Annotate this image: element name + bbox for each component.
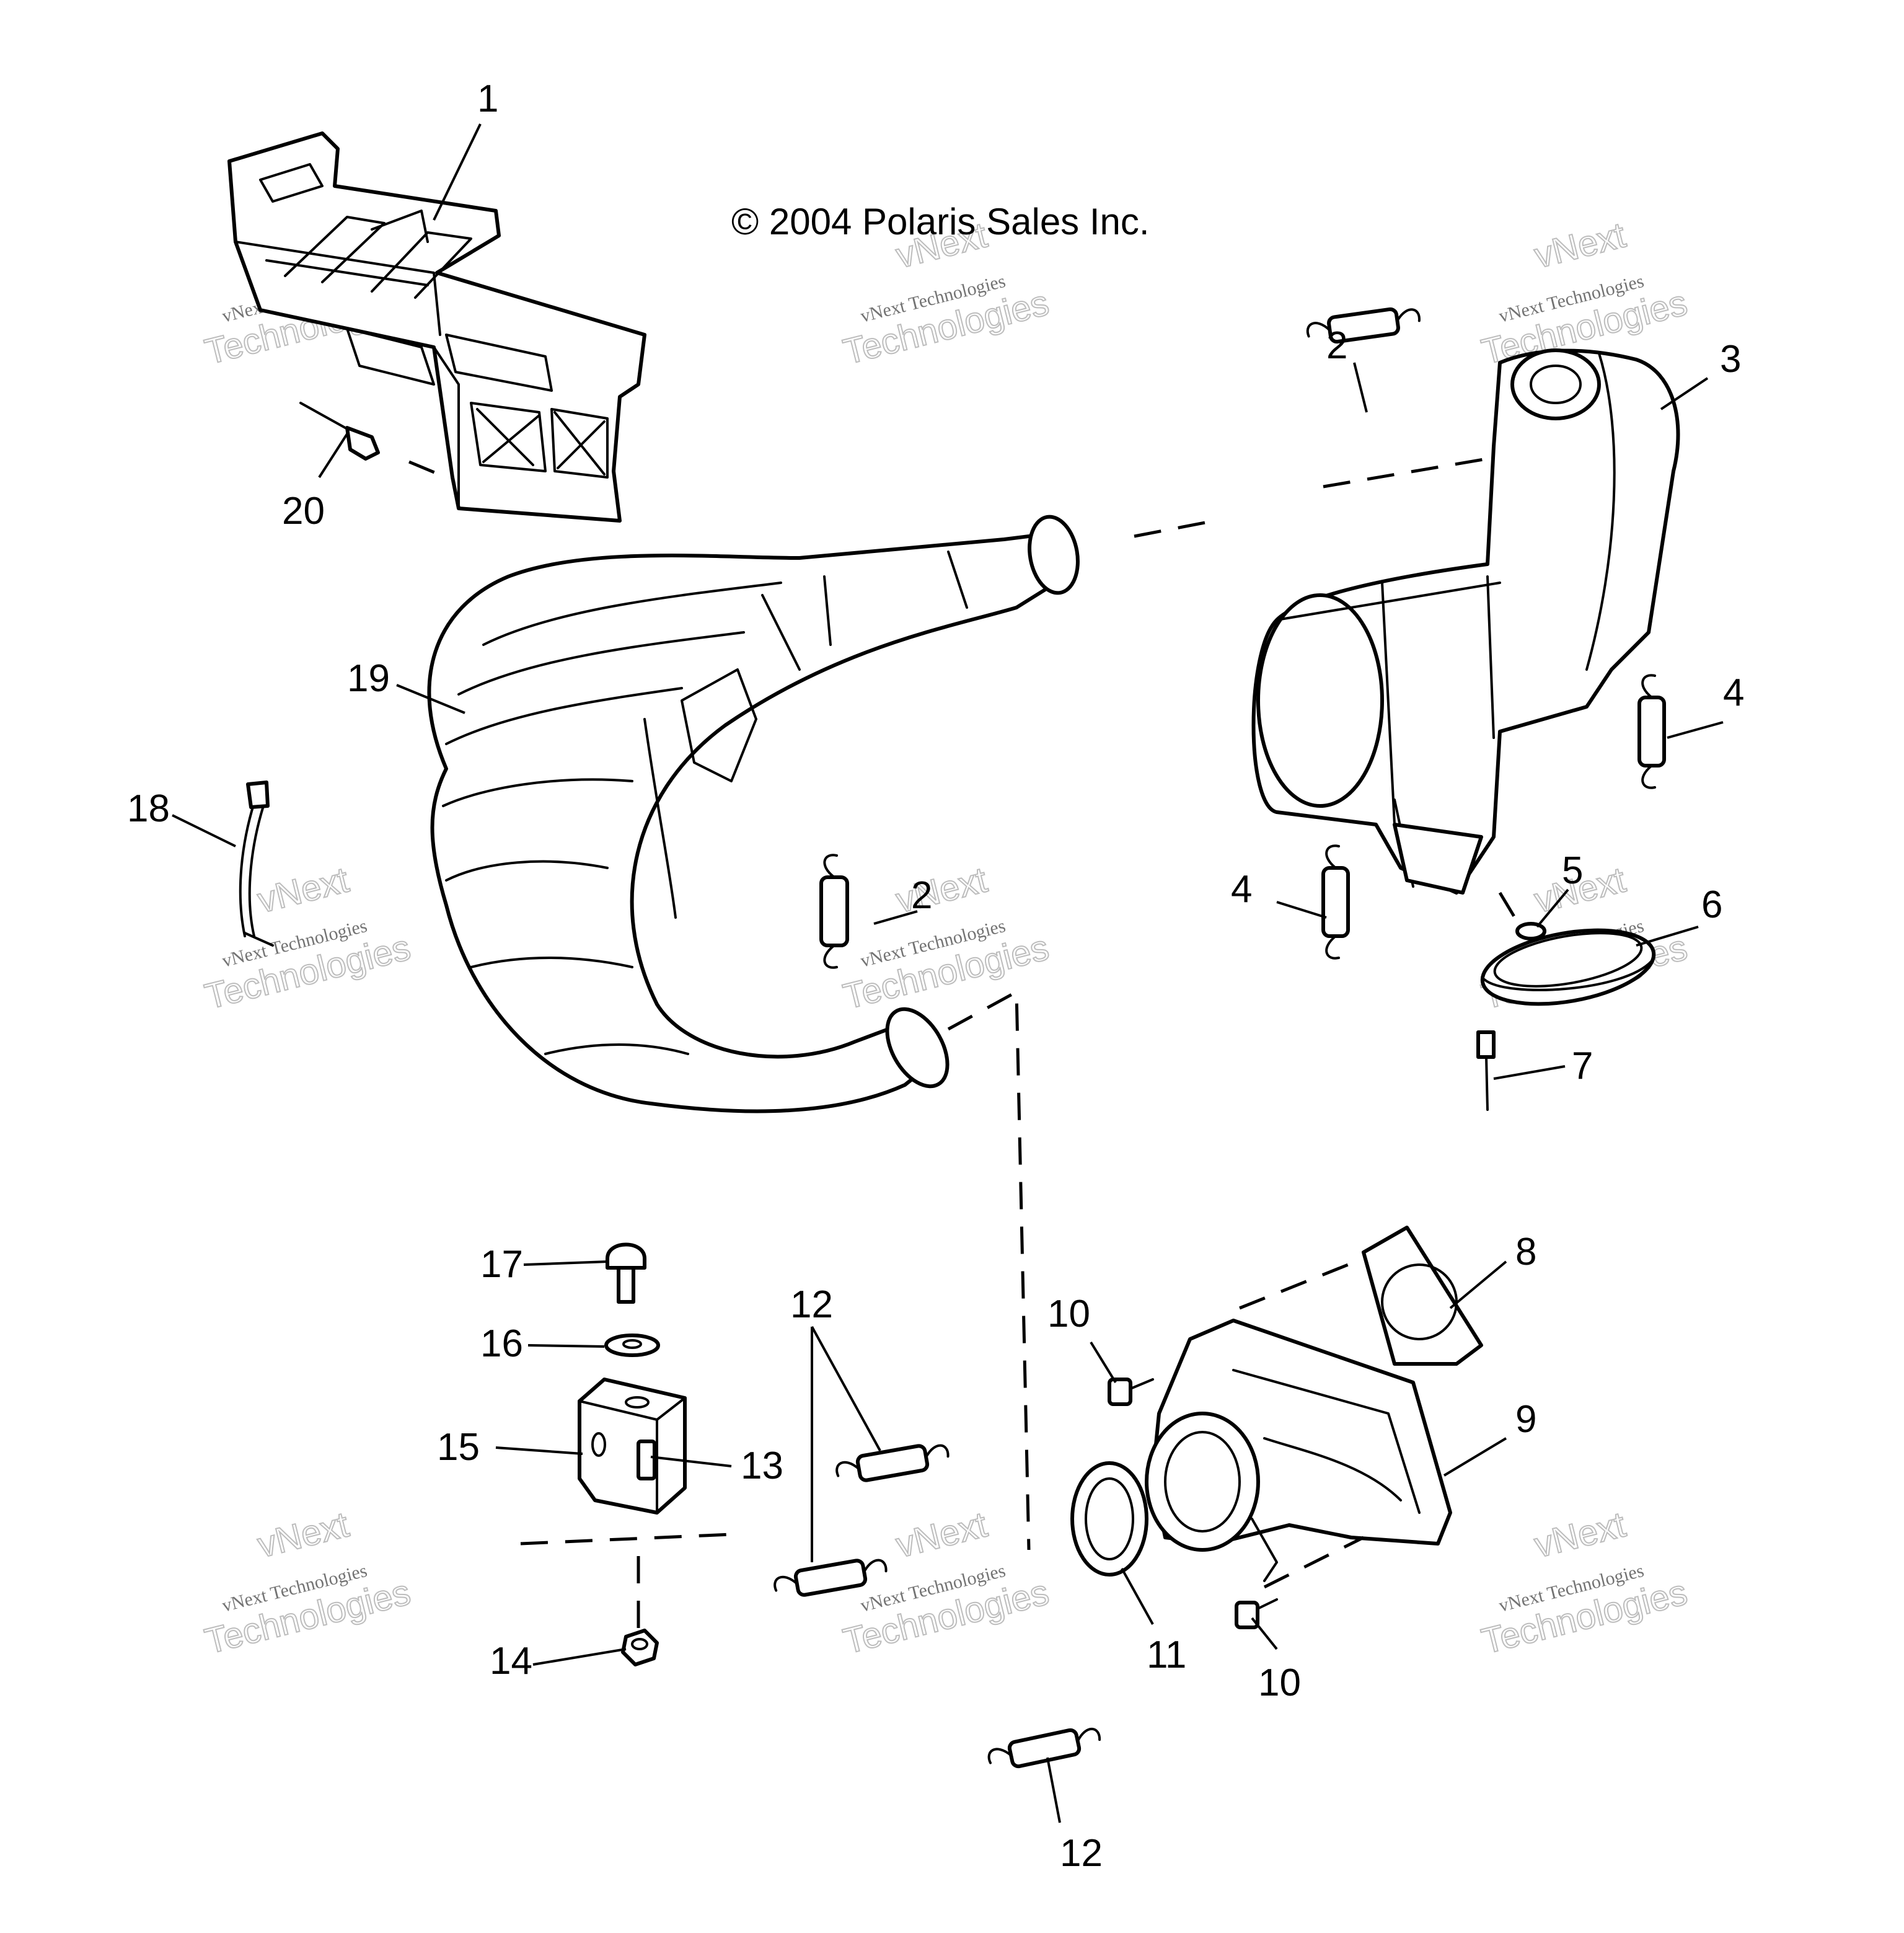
part-spring-right bbox=[1637, 674, 1666, 789]
watermark-big-text: vNext bbox=[253, 1504, 353, 1565]
part-stud bbox=[637, 1440, 656, 1480]
alignment-lines bbox=[520, 457, 1520, 1630]
part-mounting-bracket bbox=[227, 131, 646, 523]
watermark-bottom-left: vNext vNext Technologies Technologies bbox=[200, 1503, 415, 1662]
callout-5: 5 bbox=[1562, 849, 1583, 892]
part-exhaust-manifold bbox=[1145, 1319, 1452, 1582]
part-rivet-right bbox=[1476, 1030, 1496, 1111]
part-flange-gasket bbox=[1362, 1226, 1483, 1366]
callout-13: 13 bbox=[741, 1444, 783, 1487]
part-bracket-small bbox=[578, 1378, 687, 1515]
copyright-text: © 2004 Polaris Sales Inc. bbox=[731, 201, 1150, 242]
callout-1: 1 bbox=[477, 77, 498, 120]
callout-2-left: 2 bbox=[911, 874, 932, 917]
callouts: 1 2 3 2 4 4 5 6 7 8 9 10 10 11 12 12 13 … bbox=[127, 77, 1744, 1875]
leader-lines bbox=[172, 123, 1724, 1823]
callout-20: 20 bbox=[282, 490, 325, 533]
callout-8: 8 bbox=[1515, 1231, 1536, 1273]
part-screw bbox=[606, 1242, 646, 1304]
watermarks: vNext vNext Technologies Technologies vN… bbox=[200, 214, 1691, 1662]
watermark-big-text: vNext bbox=[253, 859, 353, 921]
callout-7: 7 bbox=[1572, 1045, 1593, 1087]
part-spring-top bbox=[1306, 307, 1421, 344]
callout-15: 15 bbox=[437, 1426, 480, 1469]
callout-19: 19 bbox=[347, 657, 390, 700]
callout-9: 9 bbox=[1515, 1398, 1536, 1441]
callout-17: 17 bbox=[480, 1243, 523, 1286]
watermark-big-text: vNext bbox=[892, 859, 991, 921]
part-spring-bottom-center bbox=[987, 1728, 1101, 1769]
watermark-big-text: vNext bbox=[1530, 1504, 1629, 1565]
part-washer-small bbox=[1515, 922, 1546, 940]
part-nut bbox=[621, 1629, 659, 1666]
part-rivet bbox=[299, 402, 447, 479]
part-spring-bottom-upper bbox=[835, 1444, 950, 1482]
part-spring-left bbox=[819, 854, 849, 969]
watermark-mid-left: vNext vNext Technologies Technologies bbox=[200, 859, 415, 1017]
callout-12-upper: 12 bbox=[790, 1283, 833, 1326]
part-seal-ring bbox=[1070, 1461, 1148, 1577]
callout-6: 6 bbox=[1701, 883, 1722, 926]
callout-14: 14 bbox=[490, 1640, 532, 1683]
callout-4-right: 4 bbox=[1723, 671, 1744, 714]
callout-10-lower: 10 bbox=[1258, 1661, 1301, 1704]
callout-16: 16 bbox=[480, 1322, 523, 1365]
part-cable bbox=[239, 781, 274, 947]
callout-11: 11 bbox=[1147, 1634, 1186, 1676]
watermark-big-text: vNext bbox=[892, 1504, 991, 1565]
part-gasket-oval bbox=[1480, 928, 1656, 1006]
part-silencer bbox=[1251, 348, 1680, 895]
part-bolt-lower bbox=[1235, 1598, 1278, 1629]
callout-4-middle: 4 bbox=[1231, 868, 1252, 911]
callout-3: 3 bbox=[1720, 338, 1741, 381]
callout-18: 18 bbox=[127, 787, 170, 830]
watermark-mid-center: vNext vNext Technologies Technologies bbox=[839, 859, 1053, 1017]
watermark-top-right: vNext vNext Technologies Technologies bbox=[1477, 214, 1691, 373]
callout-2-top: 2 bbox=[1326, 324, 1347, 367]
watermark-bottom-right: vNext vNext Technologies Technologies bbox=[1477, 1503, 1691, 1662]
callout-10-upper: 10 bbox=[1047, 1293, 1090, 1335]
part-washer bbox=[604, 1334, 660, 1357]
part-spring-bottom-lower bbox=[774, 1559, 888, 1597]
watermark-big-text: vNext bbox=[1530, 215, 1629, 276]
part-spring-middle bbox=[1321, 844, 1350, 960]
callout-12-lower: 12 bbox=[1060, 1832, 1103, 1875]
part-bolt-upper bbox=[1108, 1378, 1154, 1406]
part-expansion-chamber bbox=[427, 515, 1080, 1113]
